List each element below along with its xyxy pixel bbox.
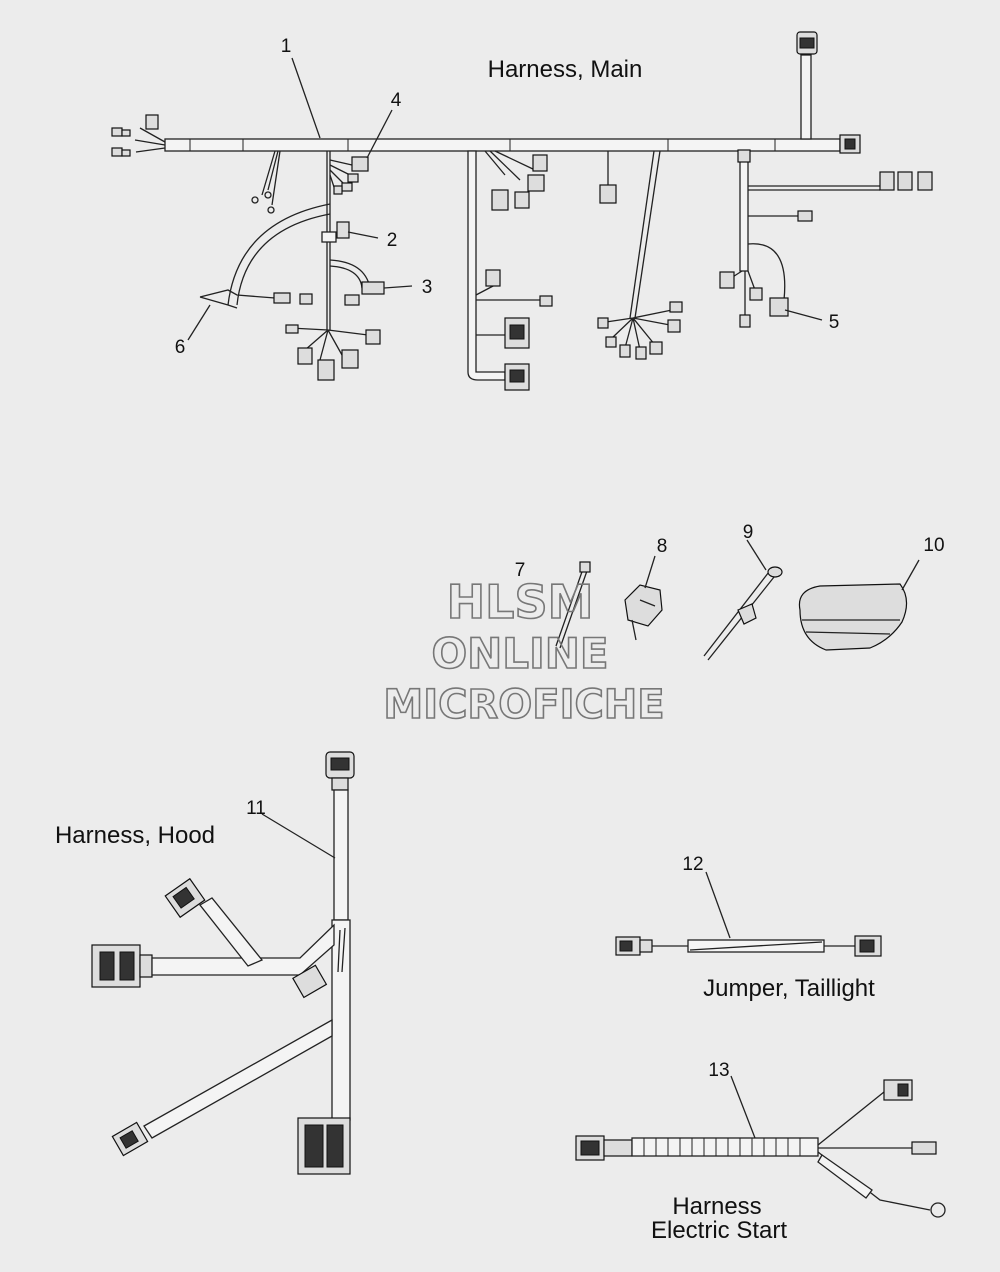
hood-harness-title: Harness, Hood	[55, 822, 215, 849]
cable-tie-part-7	[555, 561, 591, 649]
callout-6: 6	[175, 337, 186, 358]
hood-harness	[91, 751, 355, 1175]
watermark-line-3: MICROFICHE	[383, 682, 664, 728]
callout-12: 12	[682, 854, 703, 875]
callout-11-leader	[261, 813, 336, 859]
taillight-jumper	[615, 935, 882, 957]
callout-11: 11	[246, 798, 266, 819]
main-harness-title: Harness, Main	[488, 56, 643, 83]
callout-5: 5	[829, 312, 840, 333]
callout-13: 13	[708, 1060, 729, 1081]
main-harness	[111, 31, 933, 391]
callout-13-leader	[730, 1075, 756, 1139]
callout-10: 10	[923, 535, 944, 556]
callout-1: 1	[281, 36, 292, 57]
taillight-jumper-title: Jumper, Taillight	[703, 975, 875, 1002]
push-tie-part-9	[703, 566, 783, 661]
callout-4: 4	[391, 90, 402, 111]
sleeve-part-10	[798, 583, 908, 651]
watermark-line-2: ONLINE	[431, 629, 608, 678]
callout-2: 2	[387, 230, 398, 251]
watermark-line-1: HLSM	[447, 575, 594, 629]
main-harness-trunk	[164, 138, 841, 152]
callout-7: 7	[515, 560, 526, 581]
electric-start-title-line-2: Electric Start	[651, 1217, 787, 1244]
small-parts-leader-lines	[644, 539, 920, 591]
callout-8: 8	[657, 536, 668, 557]
main-harness-leader-lines	[187, 57, 823, 341]
callout-3: 3	[422, 277, 433, 298]
callout-9: 9	[743, 522, 754, 543]
watermark: HLSM ONLINE MICROFICHE	[383, 574, 666, 729]
callout-12-leader	[705, 871, 731, 939]
clip-part-8	[624, 584, 663, 641]
electric-start-title-line-1: Harness	[672, 1193, 761, 1220]
electric-start-harness	[575, 1079, 946, 1218]
